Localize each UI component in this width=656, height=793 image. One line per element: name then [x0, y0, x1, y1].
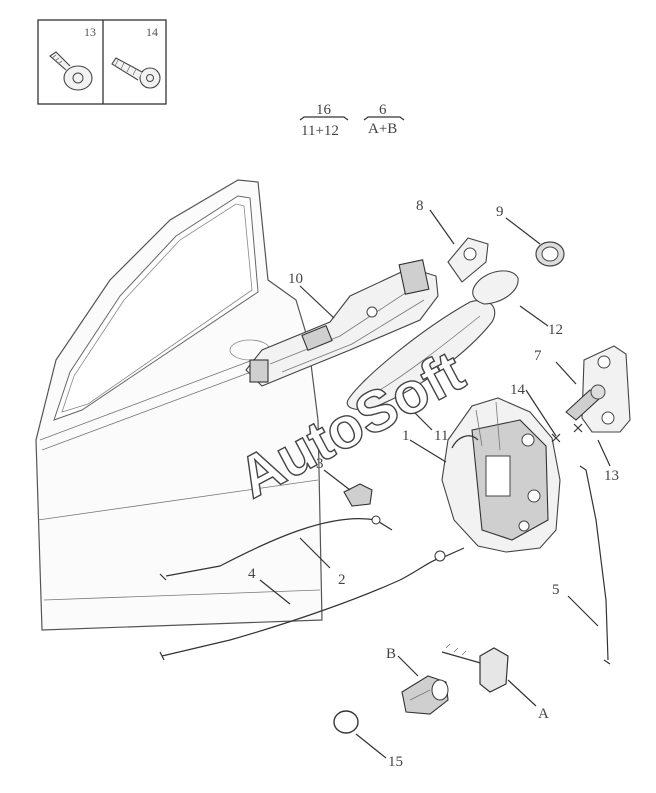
callout-10: 10: [288, 271, 303, 287]
callout-5: 5: [552, 582, 560, 598]
o-ring-part-15: [333, 710, 359, 734]
inset-label-13: 13: [84, 25, 96, 39]
callout-B: B: [386, 646, 396, 662]
rod-part-5: [579, 465, 611, 665]
callout-labels: 1 2 3 4 5 7 8 9 10 11 12 13 14 15 A B: [248, 198, 619, 770]
cable-part-2: [159, 515, 393, 581]
kit-6-number: 6: [379, 102, 387, 118]
grommet-part-9: [535, 241, 565, 267]
callout-9: 9: [496, 204, 504, 220]
fastener-inset: 13 14: [37, 19, 167, 105]
striker-part-7: [565, 345, 631, 433]
callout-11: 11: [434, 428, 448, 444]
handle-bracket-part-10: [245, 259, 439, 387]
callout-8: 8: [416, 198, 424, 214]
kit-6-composition: A+B: [368, 121, 397, 137]
clip-part-3: [343, 483, 373, 507]
kit-16-number: 16: [316, 102, 332, 118]
screw-14-icon: [111, 57, 161, 89]
leader-lines: [259, 209, 611, 759]
callout-7: 7: [534, 348, 542, 364]
callout-1: 1: [402, 428, 410, 444]
kit-notation: 16 11+12 6 A+B: [299, 102, 405, 139]
callout-15: 15: [388, 754, 403, 770]
cap-gasket-part-8: [447, 237, 489, 283]
callout-2: 2: [338, 572, 346, 588]
kit-16-composition: 11+12: [301, 123, 339, 139]
callout-13: 13: [604, 468, 619, 484]
screw-13-icon: [49, 51, 93, 91]
cable-part-4: [159, 547, 465, 661]
outer-handle-part-11: [346, 300, 496, 411]
door-lock-actuator-part-1: [441, 397, 561, 553]
callout-A: A: [538, 706, 549, 722]
lock-cylinder-part-B: [401, 675, 449, 715]
inset-label-14: 14: [146, 25, 158, 39]
end-cap-part-12: [472, 270, 519, 305]
key-part-A: [441, 643, 509, 693]
callout-14: 14: [510, 382, 526, 398]
callout-3: 3: [316, 456, 324, 472]
front-door-outline: [35, 179, 323, 631]
callout-4: 4: [248, 566, 256, 582]
callout-12: 12: [548, 322, 563, 338]
